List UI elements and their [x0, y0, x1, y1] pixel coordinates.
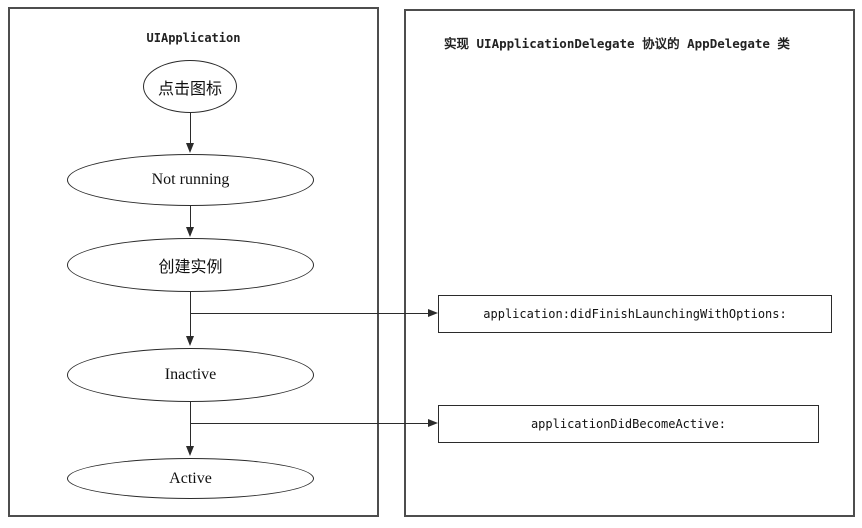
- node-active: Active: [67, 458, 314, 499]
- node-tap-icon: 点击图标: [143, 60, 237, 113]
- arrowhead-notrunning-createinstance: [186, 227, 194, 237]
- edge-notrunning-createinstance: [190, 206, 192, 228]
- callback-box-didbecomeactive: applicationDidBecomeActive:: [438, 405, 819, 443]
- uiapplication-panel-title: UIApplication: [146, 31, 241, 45]
- arrowhead-inactive-active: [186, 446, 194, 456]
- node-not-running: Not running: [67, 154, 314, 206]
- node-create-instance-label: 创建实例: [158, 259, 223, 276]
- arrowhead-didfinishlaunching: [428, 309, 438, 317]
- edge-tapicon-notrunning: [190, 113, 192, 144]
- appdelegate-panel-title: 实现 UIApplicationDelegate 协议的 AppDelegate…: [444, 36, 790, 51]
- callback-didfinishlaunching-label: application:didFinishLaunchingWithOption…: [483, 307, 787, 321]
- arrowhead-tapicon-notrunning: [186, 143, 194, 153]
- arrowhead-didbecomeactive: [428, 419, 438, 427]
- node-not-running-label: Not running: [151, 171, 230, 188]
- node-create-instance: 创建实例: [67, 238, 314, 292]
- edge-createinstance-didfinishlaunching: [190, 313, 429, 315]
- callback-box-didfinishlaunching: application:didFinishLaunchingWithOption…: [438, 295, 832, 333]
- arrowhead-createinstance-inactive: [186, 336, 194, 346]
- callback-didbecomeactive-label: applicationDidBecomeActive:: [530, 417, 727, 431]
- node-tap-icon-label: 点击图标: [157, 80, 222, 98]
- edge-inactive-didbecomeactive: [190, 423, 429, 425]
- node-inactive-label: Inactive: [164, 366, 217, 383]
- node-active-label: Active: [169, 469, 212, 487]
- edge-createinstance-inactive: [190, 292, 192, 337]
- node-inactive: Inactive: [67, 348, 314, 402]
- edge-inactive-active: [190, 402, 192, 447]
